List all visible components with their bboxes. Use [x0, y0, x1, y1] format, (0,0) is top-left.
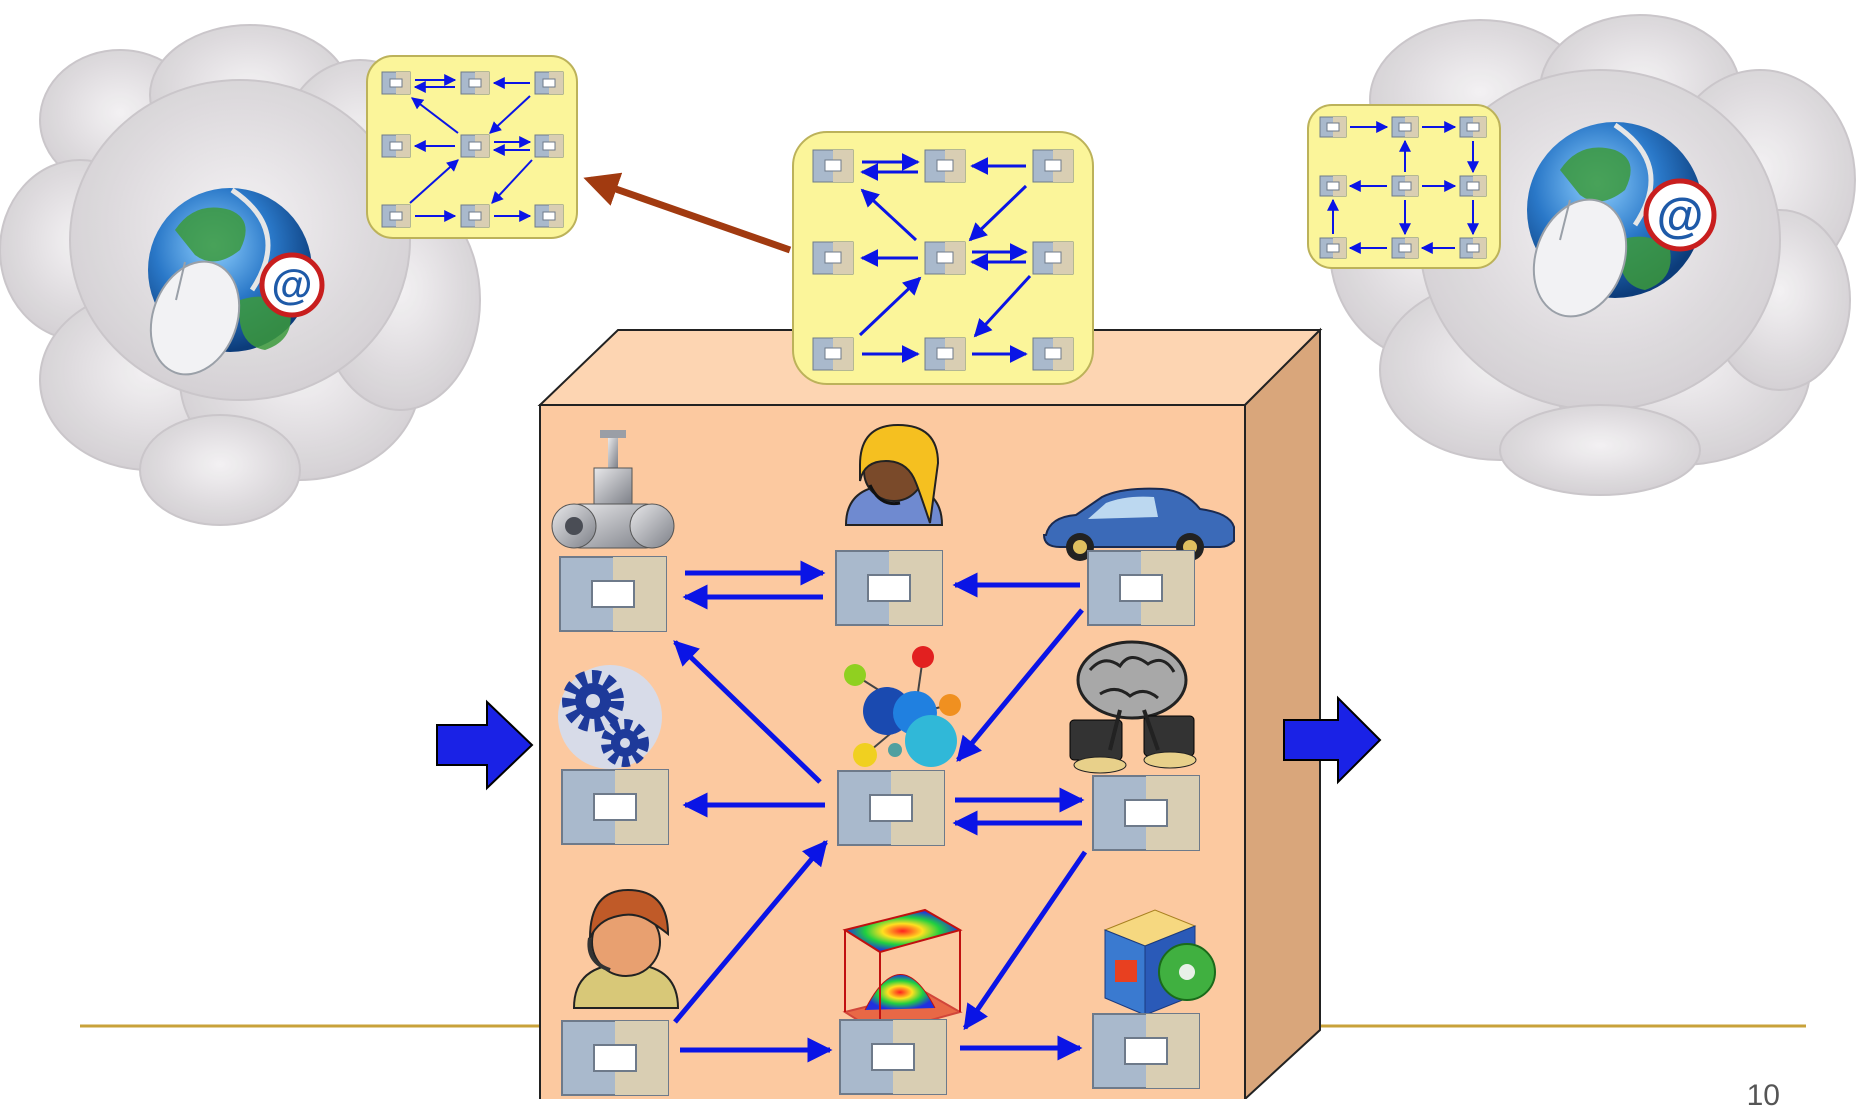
center-workflow-panel [792, 131, 1094, 385]
gears-icon [558, 665, 662, 769]
input-arrow [436, 699, 534, 791]
internet-globe-mouse-icon: @ [1527, 122, 1717, 318]
svg-text:@: @ [272, 261, 313, 308]
operator-headset-icon [572, 888, 680, 1009]
page-number: 10 [1746, 1079, 1780, 1112]
main-workflow-nodes [559, 550, 1200, 1096]
output-arrow [1283, 695, 1382, 785]
internet-globe-mouse-icon: @ [148, 187, 325, 376]
left-workflow-panel [366, 55, 578, 239]
network-graph-icon [844, 646, 961, 767]
center-panel-nodes [812, 149, 1074, 371]
operator-headset-icon [844, 423, 944, 526]
svg-text:@: @ [1657, 190, 1704, 243]
software-box-icon [1103, 909, 1216, 1016]
box-side-face [1244, 327, 1321, 1099]
right-workflow-panel [1307, 104, 1501, 269]
main-flow-arrows [673, 560, 1088, 1063]
brain-briefcase-icon [1069, 640, 1197, 774]
export-arrow [583, 172, 792, 254]
left-cloud: @ [0, 24, 481, 526]
valve-icon [551, 430, 675, 549]
